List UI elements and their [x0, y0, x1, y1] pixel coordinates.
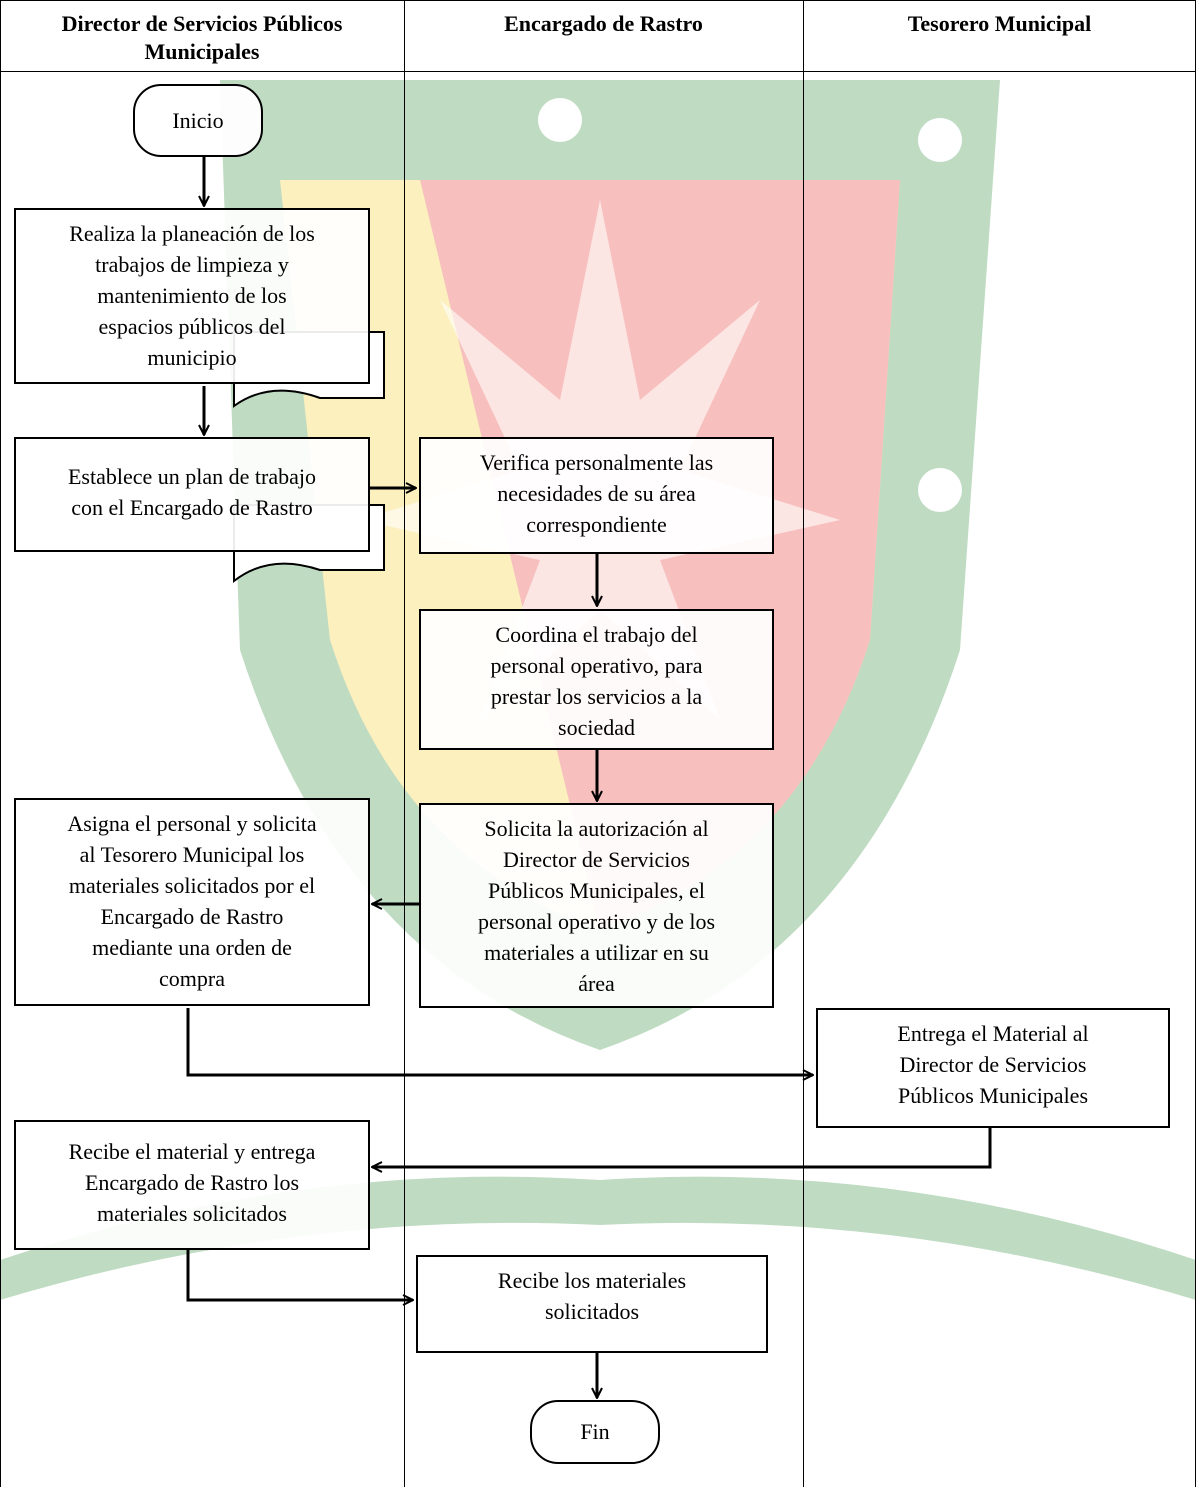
start-terminal: Inicio: [133, 84, 263, 157]
process-assign: Asigna el personal y solicita al Tesorer…: [14, 798, 370, 1006]
lane-header-director: Director de Servicios Públicos Municipal…: [61, 11, 343, 64]
process-verify: Verifica personalmente las necesidades d…: [419, 437, 774, 554]
process-plan-label: Realiza la planeación de los trabajos de…: [69, 221, 315, 370]
process-request: Solicita la autorización al Director de …: [419, 803, 774, 1008]
process-request-label: Solicita la autorización al Director de …: [477, 816, 716, 996]
process-deliver-label: Entrega el Material al Director de Servi…: [897, 1021, 1089, 1108]
process-assign-label: Asigna el personal y solicita al Tesorer…: [67, 811, 317, 991]
process-coordinate-label: Coordina el trabajo del personal operati…: [490, 622, 703, 740]
process-receive-rastro-label: Recibe los materiales solicitados: [497, 1268, 687, 1324]
process-receive-director: Recibe el material y entrega Encargado d…: [14, 1120, 370, 1250]
lane-header-tesorero: Tesorero Municipal: [907, 11, 1092, 36]
border-left: [0, 0, 1, 1487]
process-coordinate: Coordina el trabajo del personal operati…: [419, 609, 774, 750]
header-divider: [0, 71, 1196, 72]
process-verify-label: Verifica personalmente las necesidades d…: [479, 450, 714, 537]
process-establish: Establece un plan de trabajo con el Enca…: [14, 437, 370, 552]
process-receive-rastro: Recibe los materiales solicitados: [416, 1255, 768, 1353]
lane-divider-1: [404, 0, 405, 1487]
lane-divider-2: [803, 0, 804, 1487]
process-establish-label: Establece un plan de trabajo con el Enca…: [67, 464, 316, 520]
process-plan: Realiza la planeación de los trabajos de…: [14, 208, 370, 384]
process-deliver: Entrega el Material al Director de Servi…: [816, 1008, 1170, 1128]
border-top: [0, 0, 1196, 1]
start-label: Inicio: [172, 107, 224, 133]
process-receive-director-label: Recibe el material y entrega Encargado d…: [68, 1139, 316, 1226]
end-label: Fin: [580, 1419, 610, 1444]
lane-header-rastro: Encargado de Rastro: [504, 11, 703, 36]
end-terminal: Fin: [530, 1400, 660, 1464]
